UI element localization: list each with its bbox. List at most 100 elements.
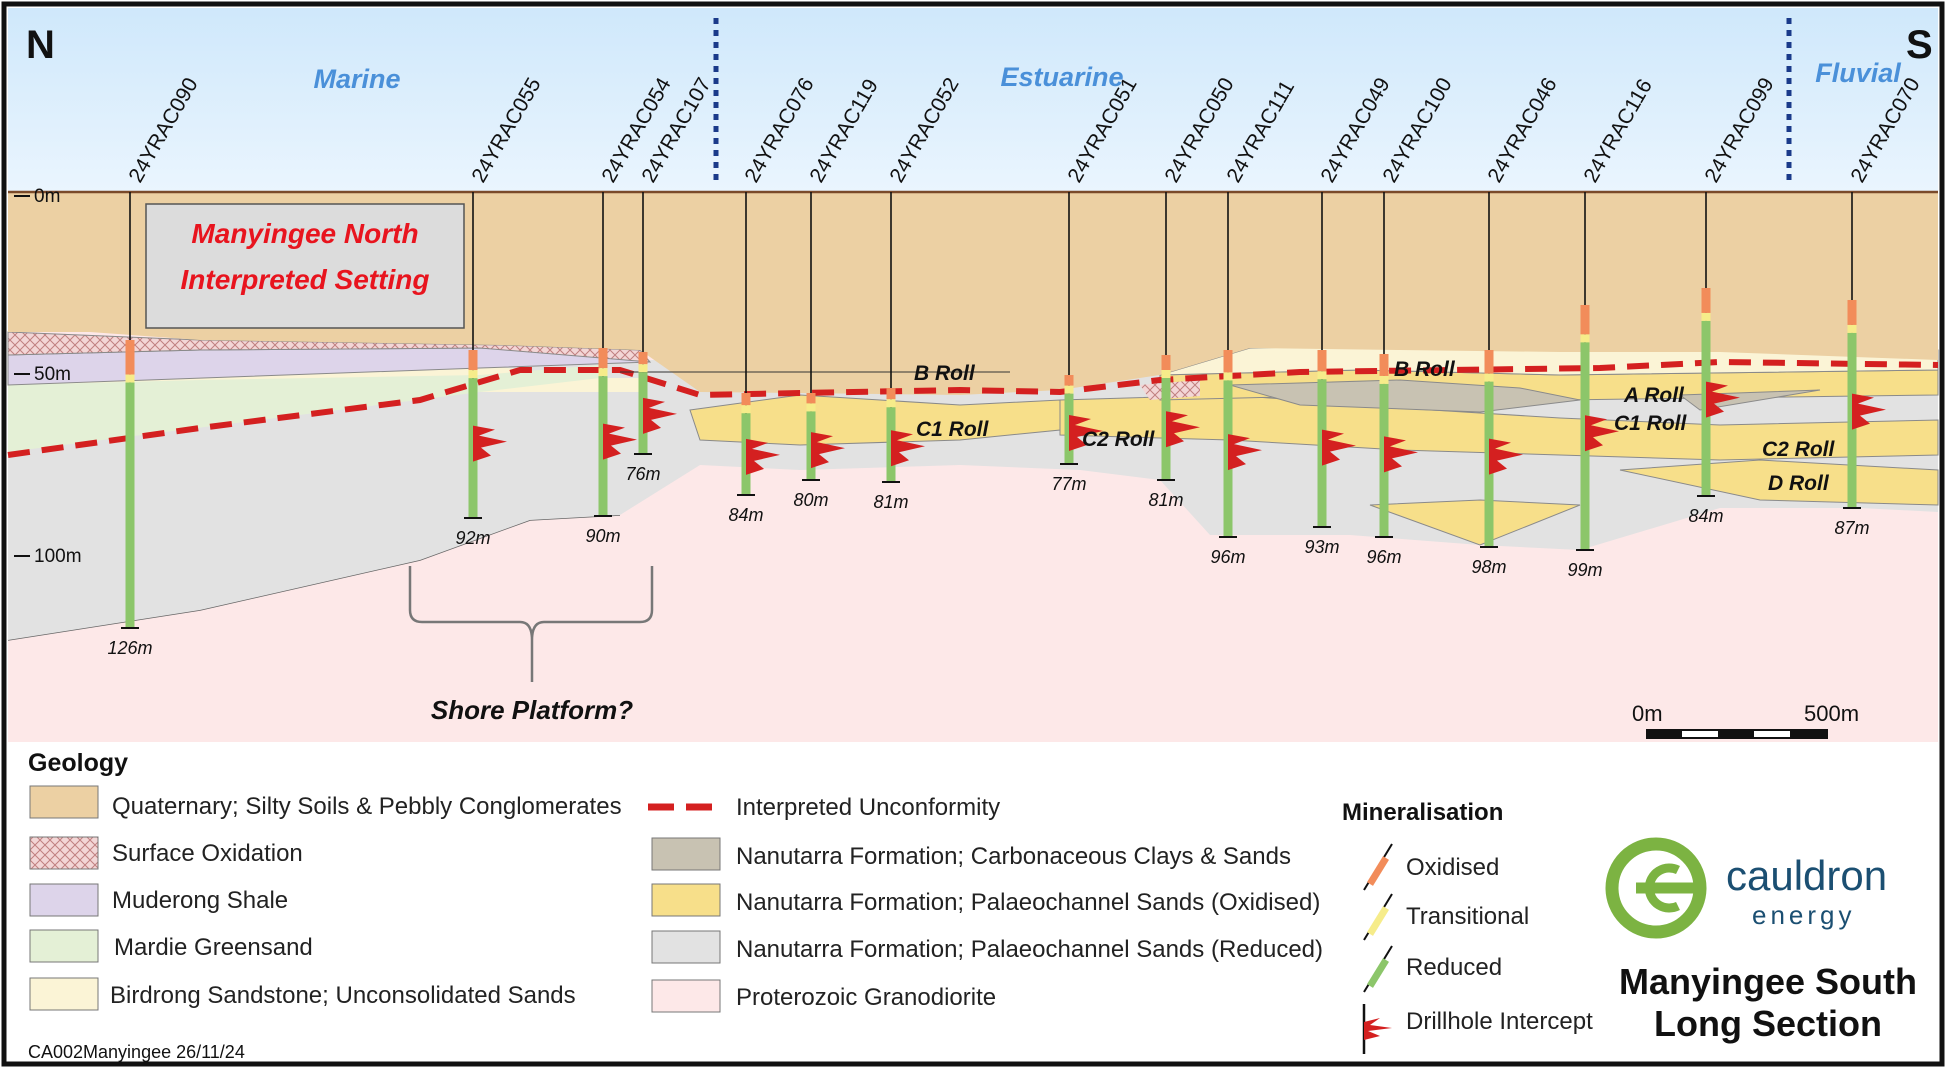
legend-swatch-muderong [29, 883, 99, 917]
transitional-interval [1484, 373, 1494, 382]
transitional-interval [1379, 375, 1389, 384]
drillhole-depth: 99m [1567, 560, 1602, 580]
mardie-greensand [8, 365, 600, 452]
legend-label-surface-oxidation: Surface Oxidation [112, 840, 303, 867]
transitional-interval [806, 403, 816, 412]
transitional-interval [1317, 371, 1327, 380]
intercept-mark [746, 438, 780, 475]
oxidised-interval [1223, 350, 1233, 373]
oxidised-interval [1161, 355, 1171, 370]
depth-label-0: 0m [34, 186, 60, 207]
transitional-interval [1161, 370, 1171, 378]
intercept-mark [1166, 411, 1200, 448]
legend-label-oxidised-sands: Nanutarra Formation; Palaeochannel Sands… [736, 889, 1320, 916]
transitional-interval [1701, 312, 1711, 321]
drillhole-depth: 87m [1834, 518, 1869, 538]
roll-label: C2 Roll [1082, 428, 1156, 451]
legend-label-muderong: Muderong Shale [112, 887, 288, 914]
legend-label-carbonaceous: Nanutarra Formation; Carbonaceous Clays … [736, 843, 1291, 870]
legend-swatch-surface-oxidation [29, 836, 99, 870]
scale-bar-end: 500m [1804, 701, 1859, 726]
drillhole-depth: 81m [873, 492, 908, 512]
transitional-interval [638, 364, 648, 373]
roll-label: C2 Roll [1762, 438, 1836, 461]
intercept-mark [1069, 415, 1103, 452]
drillhole-depth: 84m [1688, 506, 1723, 526]
drillhole-depth: 96m [1366, 547, 1401, 567]
brand-name: cauldron [1726, 852, 1887, 899]
transitional-interval [1064, 385, 1074, 394]
oxidised-interval [638, 352, 648, 365]
footer-text: CA002Manyingee 26/11/24 [28, 1042, 245, 1062]
legend-swatch-carbonaceous [651, 837, 721, 871]
legend-swatch-mardie [29, 929, 99, 963]
transitional-interval [1580, 334, 1590, 343]
transitional-interval [1223, 372, 1233, 381]
legend-label-mineral-intercept: Drillhole Intercept [1406, 1008, 1593, 1035]
intercept-mark [643, 397, 677, 434]
drillhole-depth: 80m [793, 490, 828, 510]
env-marine: Marine [313, 64, 400, 94]
legend-swatch-reduced-sands [651, 930, 721, 964]
drillhole-depth: 84m [728, 505, 763, 525]
legend-label-mineral-transitional: Transitional [1406, 903, 1529, 930]
title-box [145, 203, 465, 329]
oxidised-interval [598, 348, 608, 369]
shore-platform-bracket [408, 566, 654, 682]
roll-labels: B Roll C1 Roll C2 Roll B Roll A Roll C1 … [914, 358, 1836, 495]
intercept-mark [1489, 438, 1523, 475]
intercept-mark [603, 423, 637, 460]
legend-label-mineral-reduced: Reduced [1406, 954, 1502, 981]
roll-label: B Roll [914, 362, 976, 385]
legend-symbol-transitional [1363, 893, 1393, 941]
intercept-mark [1322, 429, 1356, 466]
legend-mineralisation-title: Mineralisation [1342, 799, 1503, 826]
transitional-interval [468, 370, 478, 379]
intercept-mark [811, 432, 845, 469]
interpreted-unconformity [7, 358, 1939, 458]
drillhole-depth: 90m [585, 526, 620, 546]
brand-sub: energy [1752, 900, 1856, 930]
compass-north: N [26, 23, 55, 67]
quaternary-zone [90, 192, 1938, 395]
drillhole-depth: 93m [1304, 537, 1339, 557]
oxidised-interval [468, 350, 478, 371]
oxidised-interval [886, 388, 896, 400]
legend-label-unconformity: Interpreted Unconformity [736, 794, 1000, 821]
oxidised-interval [1379, 354, 1389, 376]
roll-label: A Roll [1623, 384, 1685, 407]
transitional-interval [598, 368, 608, 377]
roll-label: C1 Roll [1614, 412, 1688, 435]
env-estuarine: Estuarine [1000, 62, 1123, 92]
roll-label: C1 Roll [916, 418, 990, 441]
section-title-line2: Long Section [1654, 1003, 1882, 1044]
legend-label-mardie: Mardie Greensand [114, 934, 313, 961]
cauldron-logo: cauldron energy [1605, 837, 1887, 939]
drillhole-depth: 126m [107, 638, 152, 658]
legend-symbol-oxidised [1363, 843, 1393, 891]
drillhole-depth: 92m [455, 528, 490, 548]
compass-south: S [1906, 23, 1933, 67]
intercept-mark [1852, 393, 1886, 430]
oxidised-interval [1484, 350, 1494, 374]
legend-swatch-granodiorite [651, 979, 721, 1013]
sky-band [8, 8, 1938, 192]
transitional-interval [125, 374, 135, 383]
drillhole-depth: 76m [625, 464, 660, 484]
legend-swatch-oxidised-sands [651, 883, 721, 917]
legend-label-quaternary: Quaternary; Silty Soils & Pebbly Conglom… [112, 793, 622, 820]
oxidised-interval [1580, 305, 1590, 335]
intercept-mark [1384, 436, 1418, 473]
depth-scale: 0m 50m 100m [14, 186, 82, 567]
legend-swatch-quaternary [29, 785, 99, 819]
legend: Geology Quaternary; Silty Soils & Pebbly… [28, 749, 1593, 1054]
oxidised-interval [1064, 375, 1074, 386]
intercept-mark [473, 425, 507, 462]
intercept-mark [1228, 434, 1262, 471]
intercept-mark [1585, 415, 1619, 452]
oxidised-interval [741, 393, 751, 406]
depth-label-50: 50m [34, 364, 71, 385]
reduced-interval [125, 382, 135, 628]
section-title-line1: Manyingee South [1619, 961, 1917, 1002]
drillhole-depth: 77m [1051, 474, 1086, 494]
